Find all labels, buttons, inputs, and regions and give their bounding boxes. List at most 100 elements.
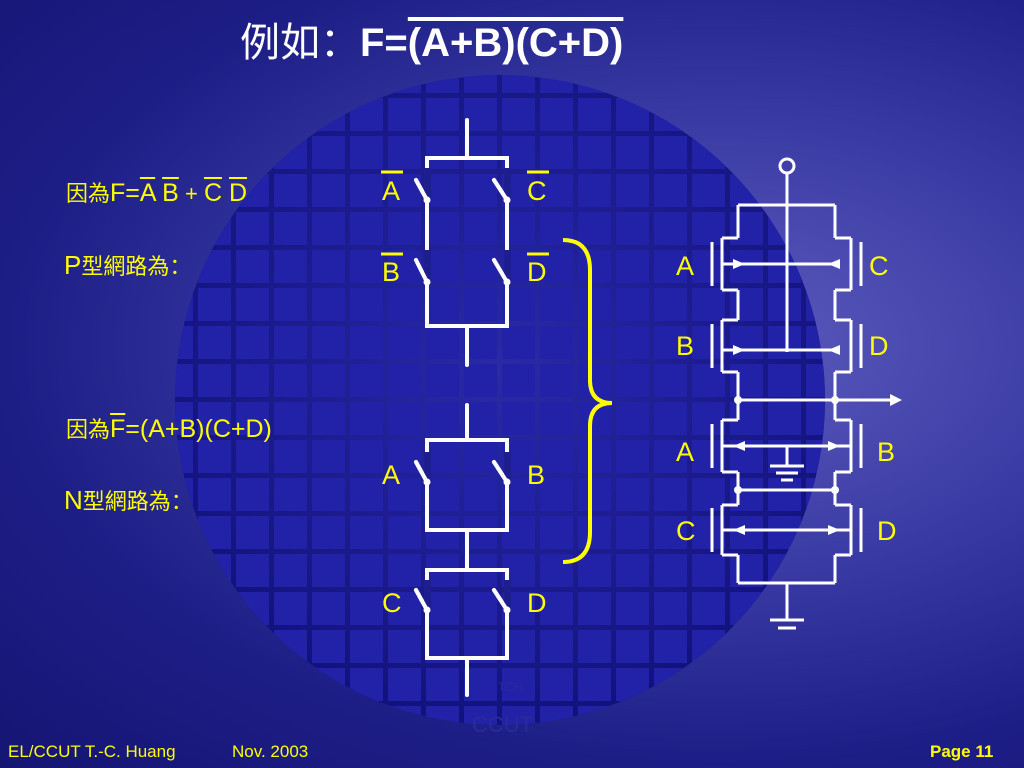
wafer-tile xyxy=(502,668,535,701)
wafer-tile xyxy=(426,174,459,207)
switch-label-c: C xyxy=(382,588,402,618)
wafer-tile xyxy=(236,364,269,397)
wafer-tile xyxy=(616,326,649,359)
wafer-tile xyxy=(692,592,725,625)
wafer-tile xyxy=(236,516,269,549)
footer-page-number: Page 11 xyxy=(930,742,994,761)
wafer-tile xyxy=(692,516,725,549)
wafer-tile xyxy=(312,440,345,473)
wafer-tile xyxy=(426,402,459,435)
wafer-tile xyxy=(350,288,383,321)
wafer-tile xyxy=(502,364,535,397)
wafer-tile xyxy=(502,98,535,131)
wafer-tile xyxy=(692,326,725,359)
footer-author: EL/CCUT T.-C. Huang xyxy=(8,742,176,761)
title-prefix: 例如： xyxy=(240,20,360,66)
wafer-tile xyxy=(236,288,269,321)
slide-title: 例如：F=(A+B)(C+D) xyxy=(240,10,623,68)
wafer-tile xyxy=(730,288,763,321)
wafer-tile xyxy=(350,554,383,587)
wafer-tile xyxy=(236,250,269,283)
wafer-tile xyxy=(350,326,383,359)
wafer-tile xyxy=(616,516,649,549)
wafer-tile xyxy=(654,592,687,625)
wafer-tile xyxy=(768,478,801,511)
wafer-tile xyxy=(274,364,307,397)
wafer-tile xyxy=(426,668,459,701)
title-expression: (A+B)(C+D) xyxy=(407,21,624,65)
pmos-b-bar: B xyxy=(162,179,179,207)
wafer-tile xyxy=(654,288,687,321)
pmos-d-bar: D xyxy=(228,179,248,207)
cmos-label-n-d: D xyxy=(877,516,897,546)
wafer-tile xyxy=(692,288,725,321)
switch-label-d-bar: D xyxy=(527,257,547,287)
wafer-tile xyxy=(654,440,687,473)
pmos-a-bar: A xyxy=(139,179,156,207)
wafer-tile xyxy=(350,592,383,625)
wafer-tile xyxy=(578,592,611,625)
wafer-tile xyxy=(464,516,497,549)
wafer-tile xyxy=(692,212,725,245)
nmos-n-letter: N xyxy=(64,485,83,515)
wafer-tile xyxy=(616,478,649,511)
wafer-tile xyxy=(692,402,725,435)
wafer-tile xyxy=(426,98,459,131)
wafer-tile xyxy=(426,250,459,283)
wafer-tile xyxy=(350,440,383,473)
wafer-tile xyxy=(312,478,345,511)
wafer-tile xyxy=(616,630,649,663)
wafer-tile xyxy=(388,554,421,587)
wafer-tile xyxy=(654,250,687,283)
wafer-tile xyxy=(388,136,421,169)
wafer-tile xyxy=(198,364,231,397)
wafer-tile xyxy=(540,440,573,473)
pmos-equation: 因為F=A B + C D xyxy=(66,176,247,208)
wafer-tile xyxy=(578,136,611,169)
cmos-label-p-c: C xyxy=(869,251,889,281)
wafer-tile xyxy=(464,212,497,245)
switch-label-b-bar: B xyxy=(382,257,401,287)
wafer-tile xyxy=(464,402,497,435)
wafer-tile xyxy=(540,478,573,511)
wafer-tile xyxy=(312,516,345,549)
wafer-tile xyxy=(578,630,611,663)
cmos-label-p-a: A xyxy=(676,251,695,281)
cmos-label-p-b: B xyxy=(676,331,695,361)
wafer-tile xyxy=(388,440,421,473)
wafer-tile xyxy=(768,288,801,321)
wafer-tile xyxy=(692,554,725,587)
wafer-tile xyxy=(654,326,687,359)
nmos-network-label: 型網路為： xyxy=(82,490,193,515)
wafer-tile xyxy=(350,630,383,663)
wafer-tile xyxy=(692,250,725,283)
pmos-because: 因為 xyxy=(66,182,111,207)
nmos-expression: =(A+B)(C+D) xyxy=(125,415,272,443)
wafer-tile xyxy=(616,440,649,473)
wafer-tile xyxy=(274,212,307,245)
wafer-tile xyxy=(578,668,611,701)
pmos-network-heading: P型網路為： xyxy=(64,249,191,281)
wafer-tile xyxy=(578,288,611,321)
wafer-tile xyxy=(806,364,825,397)
wafer-tile xyxy=(198,440,231,473)
wafer-tile xyxy=(388,288,421,321)
wafer-tile xyxy=(654,478,687,511)
wafer-tile xyxy=(236,554,269,587)
wafer-tile xyxy=(236,212,269,245)
wafer-tile xyxy=(198,402,231,435)
wafer-tile xyxy=(768,326,801,359)
wafer-tile xyxy=(464,174,497,207)
wafer-tile xyxy=(540,288,573,321)
wafer-tile xyxy=(540,592,573,625)
wafer-tile xyxy=(502,75,535,93)
wafer-tile xyxy=(312,554,345,587)
wafer-tile xyxy=(730,364,763,397)
nmos-because: 因為 xyxy=(66,418,111,443)
wafer-tile xyxy=(388,364,421,397)
wafer-tile xyxy=(654,174,687,207)
cmos-label-n-c: C xyxy=(676,516,696,546)
watermark-big: CCUT xyxy=(472,712,534,737)
wafer-tile xyxy=(540,364,573,397)
